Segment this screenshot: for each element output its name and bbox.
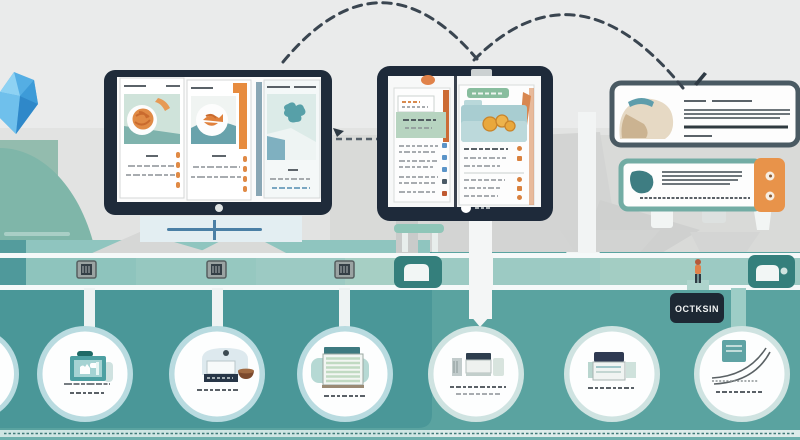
svg-text:OCTKSIN: OCTKSIN — [675, 304, 719, 314]
